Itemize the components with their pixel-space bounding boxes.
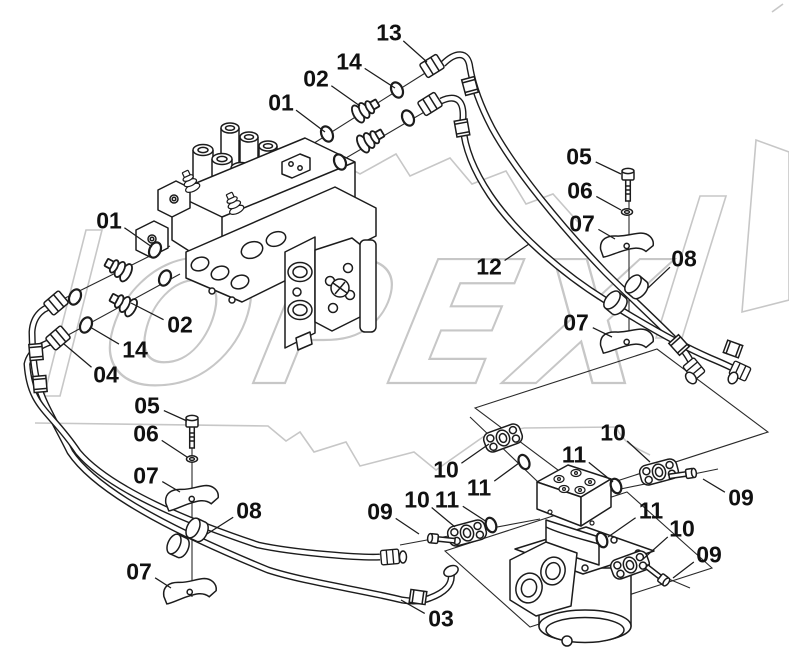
hose-ferrule: [28, 342, 44, 362]
callout-12: 12: [476, 253, 502, 280]
hose-ferrule: [32, 374, 48, 394]
washer-06: [620, 208, 634, 216]
callout-11: 11: [466, 474, 492, 501]
callout-01: 01: [96, 207, 122, 234]
control-valve: [135, 122, 377, 351]
callout-05: 05: [566, 143, 592, 170]
hose-ferrule: [408, 588, 428, 606]
callout-09: 09: [696, 541, 722, 568]
callout-10: 10: [433, 456, 459, 483]
hose-ferrule: [722, 339, 744, 359]
bolt-05: [185, 414, 199, 449]
callout-07: 07: [133, 462, 159, 489]
callout-02: 02: [167, 311, 193, 338]
hose-nut: [44, 324, 72, 352]
callout-07: 07: [126, 558, 152, 585]
callout-03: 03: [428, 605, 454, 632]
hose-04: [23, 336, 381, 561]
oring-11: [515, 451, 533, 473]
hose-nut: [379, 548, 401, 566]
watermark-fragment-right: [741, 138, 789, 314]
callout-11: 11: [434, 486, 460, 513]
top-fittings-group: [317, 79, 418, 173]
oring-14: [387, 79, 407, 101]
callout-14: 14: [336, 48, 362, 75]
hose-ferrule: [453, 118, 471, 138]
callout-08: 08: [671, 245, 697, 272]
hose-nut: [416, 91, 444, 117]
callout-09: 09: [367, 498, 393, 525]
callout-07: 07: [569, 210, 595, 237]
callout-08: 08: [236, 497, 262, 524]
callout-11: 11: [638, 497, 664, 524]
hose-end-fittings-left: [28, 289, 459, 606]
callout-01: 01: [268, 89, 294, 116]
callout-07: 07: [563, 309, 589, 336]
bolt-09: [643, 562, 672, 588]
hose-open-end: [443, 564, 459, 578]
clamp-07: [161, 572, 219, 612]
oring-01: [317, 123, 337, 145]
callout-11: 11: [561, 441, 587, 468]
callout-14: 14: [122, 336, 148, 363]
watermark: OPEX: [42, 138, 789, 425]
washer-06: [185, 455, 199, 463]
callout-06: 06: [133, 420, 159, 447]
hose-open-end: [684, 371, 698, 385]
callout-10: 10: [404, 486, 430, 513]
callout-10: 10: [669, 515, 695, 542]
callout-05: 05: [134, 392, 160, 419]
clamp-10: [480, 421, 526, 455]
hose-12: [439, 94, 742, 376]
callout-04: 04: [93, 361, 119, 388]
clamp-10: [637, 456, 681, 488]
fitting-02: [348, 93, 384, 126]
callout-06: 06: [567, 177, 593, 204]
hose-end-fittings-right: [416, 53, 752, 385]
callout-13: 13: [376, 19, 402, 46]
callout-09: 09: [728, 484, 754, 511]
callout-02: 02: [303, 65, 329, 92]
hose-open-end: [398, 550, 408, 564]
hose-open-end: [727, 371, 739, 385]
callout-10: 10: [600, 419, 626, 446]
bolt-05: [621, 167, 635, 202]
